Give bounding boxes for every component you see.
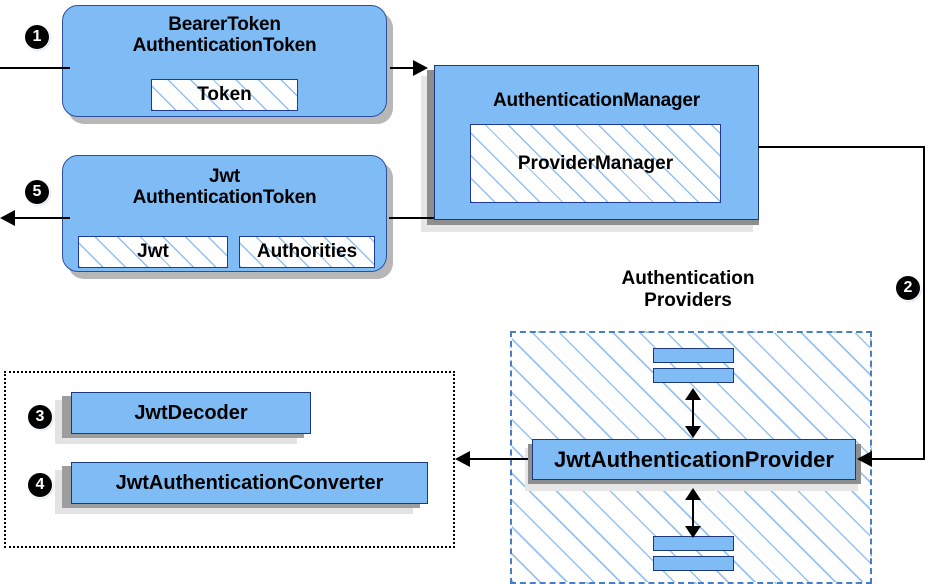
authentication-providers-label-line-1: Authentication	[621, 268, 755, 289]
provider-link-top	[692, 392, 694, 434]
arrowhead-outbound-result	[0, 210, 15, 226]
provider-link-bottom	[692, 492, 694, 534]
bearer-token-title-line-2: AuthenticationToken	[132, 35, 317, 57]
step-badge-1: 1	[25, 25, 49, 49]
authentication-manager-title: AuthenticationManager	[493, 90, 700, 111]
bearer-token-slot-token[interactable]: Token	[151, 79, 298, 111]
jwt-authentication-converter-box[interactable]: JwtAuthenticationConverter	[71, 462, 428, 504]
bearer-token-card-title: BearerToken AuthenticationToken	[63, 14, 386, 57]
step-badge-4: 4	[28, 473, 52, 497]
jwt-token-slot-authorities[interactable]: Authorities	[239, 236, 375, 268]
provider-stack-top-bar-2	[653, 368, 734, 383]
authentication-providers-label: Authentication Providers	[563, 268, 813, 312]
arrowhead-provider-to-support	[455, 451, 470, 467]
provider-stack-top-bar-1	[653, 348, 734, 363]
arrowhead-provider-link-bottom-down	[685, 526, 701, 538]
arrowhead-provider-link-top-down	[685, 426, 701, 438]
jwt-support-group	[4, 371, 455, 548]
connector-outbound-result	[10, 217, 70, 219]
connector-manager-down	[923, 146, 925, 459]
arrowhead-provider-link-bottom-up	[685, 488, 701, 500]
step-badge-3: 3	[28, 405, 52, 429]
provider-stack-bottom-bar-2	[653, 556, 734, 571]
arrowhead-provider-link-top-up	[685, 388, 701, 400]
authentication-providers-label-line-2: Providers	[644, 289, 732, 311]
connector-manager-to-jwt-token	[389, 217, 434, 219]
provider-manager-slot[interactable]: ProviderManager	[470, 124, 721, 203]
connector-inbound-request	[0, 67, 70, 69]
step-badge-2: 2	[896, 276, 920, 300]
jwt-token-slot-jwt[interactable]: Jwt	[78, 236, 228, 268]
jwt-token-title-line-2: AuthenticationToken	[132, 187, 317, 209]
connector-provider-to-support	[468, 458, 528, 460]
jwt-token-card-title: Jwt AuthenticationToken	[63, 166, 386, 209]
jwt-authentication-provider-box[interactable]: JwtAuthenticationProvider	[532, 439, 856, 480]
jwt-decoder-box[interactable]: JwtDecoder	[71, 392, 311, 434]
arrowhead-into-provider	[857, 451, 872, 467]
bearer-token-title-line-1: BearerToken	[168, 14, 281, 35]
connector-manager-out	[758, 146, 925, 148]
step-badge-5: 5	[25, 180, 49, 204]
arrowhead-token-to-manager	[413, 60, 428, 76]
jwt-token-title-line-1: Jwt	[208, 166, 241, 187]
connector-into-provider	[870, 458, 925, 460]
connector-token-to-manager	[390, 67, 425, 69]
provider-stack-bottom-bar-1	[653, 536, 734, 551]
